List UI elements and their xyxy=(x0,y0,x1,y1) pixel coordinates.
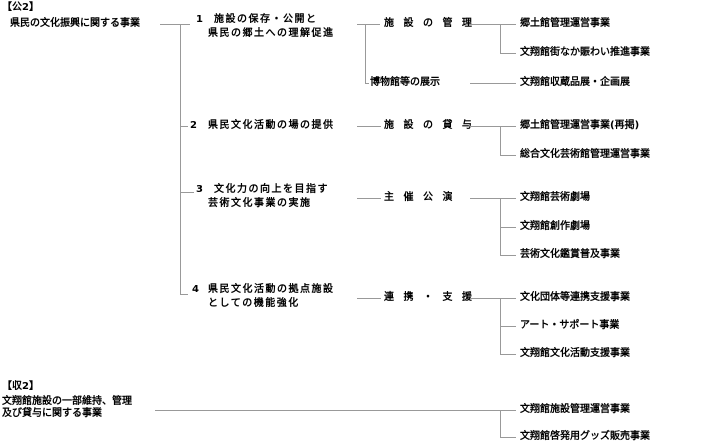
connector-line xyxy=(500,126,516,127)
connector-line xyxy=(500,227,516,228)
sub-hosted-performance: 主 催 公 演 xyxy=(384,192,456,203)
connector-line xyxy=(500,53,516,54)
connector-line xyxy=(357,126,381,127)
connector-line xyxy=(357,24,365,25)
connector-line xyxy=(365,24,366,83)
connector-line xyxy=(155,410,500,411)
connector-line xyxy=(180,126,188,127)
branch-3-label-line1: 文化力の向上を目指す xyxy=(214,184,329,195)
item-bunshokan-geijutsu-gekijo: 文翔館芸術劇場 xyxy=(520,192,590,203)
connector-line xyxy=(500,437,516,438)
connector-line xyxy=(470,198,500,199)
branch-4-number: 4 xyxy=(192,284,199,295)
item-bunka-dantai-renkei: 文化団体等連携支援事業 xyxy=(520,292,630,303)
connector-line xyxy=(180,24,181,295)
pub2-title: 県民の文化振興に関する事業 xyxy=(10,18,140,29)
rev2-tag: 【収2】 xyxy=(2,381,39,392)
branch-2-number: 2 xyxy=(190,120,197,131)
connector-line xyxy=(357,298,381,299)
branch-3-label-line2: 芸術文化事業の実施 xyxy=(208,198,312,209)
branch-1-label-line1: 施設の保存・公開と xyxy=(214,14,318,25)
item-bunshokan-machinaka: 文翔館街なか賑わい推進事業 xyxy=(520,47,650,58)
item-bunshokan-collection: 文翔館収蔵品展・企画展 xyxy=(520,77,630,88)
connector-line xyxy=(365,83,369,84)
connector-line xyxy=(500,155,516,156)
connector-line xyxy=(357,198,381,199)
connector-line xyxy=(470,298,500,299)
rev2-title-line1: 文翔館施設の一部維持、管理 xyxy=(2,396,132,407)
connector-line xyxy=(500,354,516,355)
connector-line xyxy=(500,198,501,255)
item-bunshokan-goods: 文翔館啓発用グッズ販売事業 xyxy=(520,431,650,442)
connector-line xyxy=(180,24,190,25)
pub2-tag: 【公2】 xyxy=(2,2,39,13)
connector-line xyxy=(500,410,516,411)
item-geijutsu-kansho-fukyu: 芸術文化鑑賞普及事業 xyxy=(520,249,620,260)
connector-line xyxy=(500,24,501,53)
sub-facility-lending: 施 設 の 貸 与 xyxy=(384,120,475,131)
branch-4-label-line2: としての機能強化 xyxy=(208,298,300,309)
connector-line xyxy=(180,294,188,295)
connector-line xyxy=(160,24,180,25)
connector-line xyxy=(500,198,516,199)
item-art-support: アート・サポート事業 xyxy=(520,320,620,331)
item-kyodokan-management-repost: 郷土館管理運営事業(再掲) xyxy=(520,120,640,131)
connector-line xyxy=(500,326,516,327)
connector-line xyxy=(470,126,500,127)
sub-museum-exhibit: 博物館等の展示 xyxy=(370,77,440,88)
connector-line xyxy=(500,298,516,299)
item-bunshokan-katsudo-shien: 文翔館文化活動支援事業 xyxy=(520,348,630,359)
connector-line xyxy=(500,126,501,155)
connector-line xyxy=(180,192,194,193)
branch-1-number: 1 xyxy=(196,14,203,25)
connector-line xyxy=(470,24,500,25)
connector-line xyxy=(500,24,516,25)
branch-4-label-line1: 県民文化活動の拠点施設 xyxy=(208,284,335,295)
item-kyodokan-management: 郷土館管理運営事業 xyxy=(520,18,610,29)
connector-line xyxy=(500,410,501,437)
connector-line xyxy=(365,24,380,25)
sub-collab-support: 連 携 ・ 支 援 xyxy=(384,292,475,303)
connector-line xyxy=(470,83,516,84)
rev2-title-line2: 及び貸与に関する事業 xyxy=(2,408,102,419)
branch-3-number: 3 xyxy=(196,184,203,195)
branch-2-label-line1: 県民文化活動の場の提供 xyxy=(208,120,335,131)
item-sogo-bunka-geijutsukan: 総合文化芸術館管理運営事業 xyxy=(520,149,650,160)
item-bunshokan-sosaku-gekijo: 文翔館創作劇場 xyxy=(520,221,590,232)
branch-1-label-line2: 県民の郷土への理解促進 xyxy=(208,28,335,39)
connector-line xyxy=(500,255,516,256)
sub-facility-management: 施 設 の 管 理 xyxy=(384,18,475,29)
item-bunshokan-shisetsu-kanri: 文翔館施設管理運営事業 xyxy=(520,404,630,415)
